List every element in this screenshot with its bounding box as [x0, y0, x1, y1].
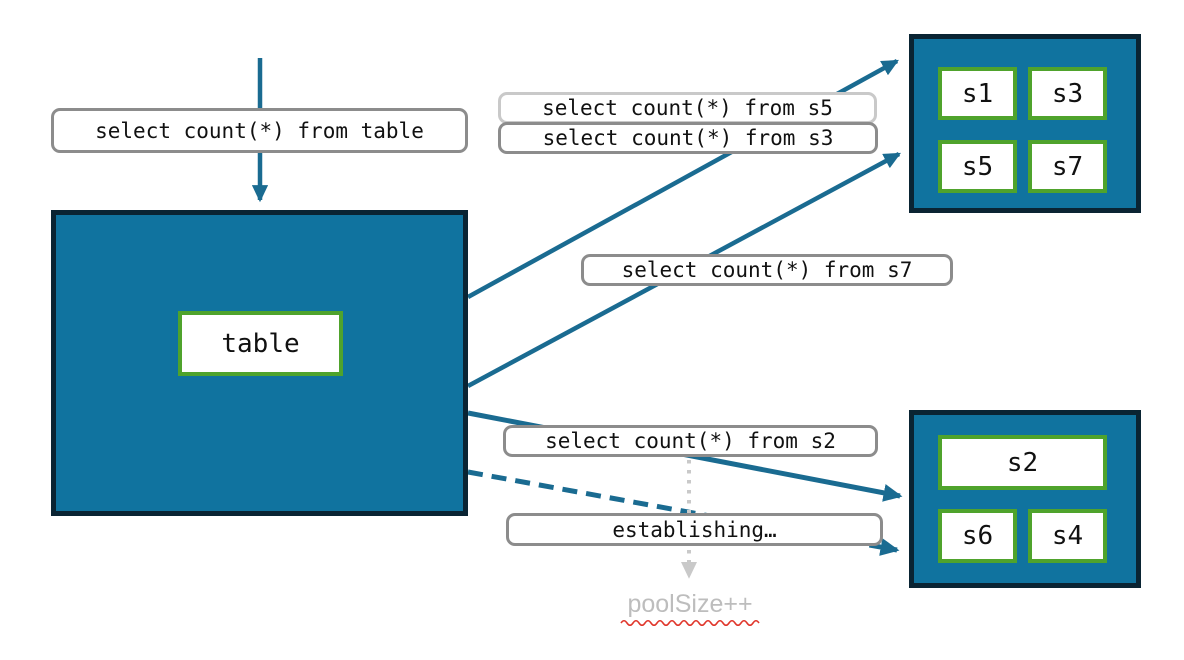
- shard-s1: s1: [938, 67, 1017, 120]
- table-node: table: [51, 210, 468, 516]
- label-query-s2-text: select count(*) from s2: [545, 429, 836, 453]
- label-query-s5: select count(*) from s5: [498, 92, 877, 124]
- shard-s1-text: s1: [961, 78, 994, 109]
- label-query-s7: select count(*) from s7: [581, 254, 953, 286]
- shard-group-top: s1 s3 s5 s7: [909, 34, 1141, 213]
- shard-s6-text: s6: [961, 521, 994, 551]
- label-query-s2: select count(*) from s2: [503, 425, 878, 457]
- shard-group-bottom: s2 s6 s4: [909, 410, 1141, 588]
- label-establishing: establishing…: [506, 513, 883, 546]
- shard-s7: s7: [1028, 140, 1107, 193]
- label-query-s5-text: select count(*) from s5: [542, 96, 833, 120]
- label-query-s3-text: select count(*) from s3: [542, 126, 834, 150]
- shard-s5-text: s5: [961, 151, 994, 182]
- shard-s7-text: s7: [1051, 151, 1084, 182]
- shard-s4: s4: [1028, 509, 1107, 563]
- label-query-table-text: select count(*) from table: [95, 118, 424, 143]
- shard-s2-text: s2: [1006, 447, 1039, 478]
- shard-s2: s2: [938, 435, 1107, 490]
- label-query-s3: select count(*) from s3: [498, 122, 878, 154]
- poolsize-note-text: poolSize++: [627, 590, 753, 618]
- poolsize-note: poolSize++: [627, 590, 752, 619]
- spellcheck-squiggle: [620, 619, 760, 627]
- label-query-s7-text: select count(*) from s7: [621, 258, 913, 282]
- shard-s4-text: s4: [1051, 521, 1084, 551]
- table-label-text: table: [221, 328, 300, 359]
- shard-s6: s6: [938, 509, 1017, 563]
- shard-s3-text: s3: [1051, 78, 1084, 109]
- shard-s5: s5: [938, 140, 1017, 193]
- table-label-box: table: [178, 311, 343, 376]
- label-query-table: select count(*) from table: [51, 108, 468, 153]
- label-establishing-text: establishing…: [612, 517, 777, 542]
- shard-s3: s3: [1028, 67, 1107, 120]
